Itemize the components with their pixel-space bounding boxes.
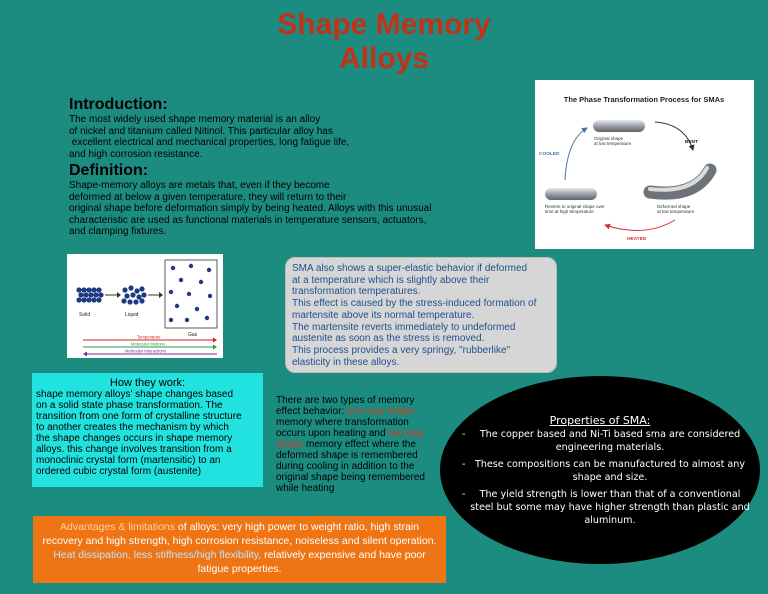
label-original-1: Original shape [594, 136, 624, 141]
list-item: -The yield strength is lower than that o… [462, 489, 750, 526]
properties-ellipse: Properties of SMA: -The copper based and… [440, 376, 760, 564]
intro-line: of nickel and titanium called Nitinol. T… [69, 125, 333, 137]
types-line: memory where transformation [276, 417, 409, 428]
label-deformed-1: Deformed shape [657, 204, 691, 209]
how-line: to another creates the mechanism by whic… [36, 422, 229, 433]
super-elastic-line: SMA also shows a super-elastic behavior … [292, 263, 528, 274]
introduction-section: Introduction: The most widely used shape… [69, 96, 469, 160]
list-item: -These compositions can be manufactured … [462, 459, 746, 483]
liquid-dots-icon [121, 285, 147, 305]
how-line: on a solid state phase transformation. T… [36, 400, 223, 411]
phase-transformation-figure: The Phase Transformation Process for SMA… [535, 80, 754, 249]
properties-title: Properties of SMA: [549, 414, 651, 427]
introduction-heading: Introduction: [69, 96, 168, 113]
list-item: -The copper based and Ni-Ti based sma ar… [462, 429, 741, 453]
def-line: original shape before deformation simply… [69, 203, 432, 215]
def-line: deformed at below a given temperature, t… [69, 191, 347, 203]
title-line-1: Shape Memory [277, 8, 491, 41]
super-elastic-line: This process provides a very springy, "r… [292, 344, 511, 356]
label-liquid: Liquid [125, 312, 139, 318]
how-line: ordered cubic crystal form (austenite) [36, 466, 202, 477]
types-line: shape memory effect where the [276, 439, 416, 450]
limitations-text-cont: relatively expensive and have poor fatig… [197, 549, 426, 575]
bullet-dash: - [462, 429, 466, 440]
one-way-term: one way shape [346, 406, 415, 417]
advantages-heading: Advantages & limitations [60, 521, 175, 533]
properties-list: -The copper based and Ni-Ti based sma ar… [462, 428, 752, 531]
gas-dots-icon [168, 263, 213, 323]
bullet-dash: - [462, 489, 466, 500]
types-line: deformed shape is remembered [276, 450, 418, 461]
how-they-work-title: How they work: [109, 377, 186, 389]
super-elastic-line: austenite as soon as the stress is remov… [292, 333, 485, 345]
label-interactions: Molecular Interactions [125, 349, 166, 354]
bent-rod-icon [643, 163, 717, 200]
types-line: effect behavior: one way shape [276, 406, 415, 417]
solid-dots-icon [76, 287, 104, 303]
intro-line: excellent electrical and mechanical prop… [69, 137, 350, 149]
label-reverts-1: Reverts to original shape over [545, 204, 605, 209]
definition-text: Shape-memory alloys are metals that, eve… [69, 180, 489, 238]
types-line: during cooling in addition to the [276, 461, 415, 472]
phase-cycle-diagram: The Phase Transformation Process for SMA… [539, 95, 724, 242]
types-line: There are two types of memory [276, 395, 415, 406]
reverted-rod-icon [545, 188, 597, 200]
how-line: alloys. this change involves transition … [36, 444, 232, 455]
label-cooled: COOLED [539, 151, 560, 157]
types-line: occurs upon heating and two way [276, 428, 425, 439]
label-heated: HEATED [627, 236, 647, 242]
types-line: while heating [276, 483, 335, 494]
arrow-icon [159, 292, 163, 298]
how-line: shape memory alloys' shape changes based [36, 389, 234, 400]
super-elastic-line: at a temperature which is slightly above… [292, 274, 490, 286]
super-elastic-line: elasticity in these alloys. [292, 356, 400, 368]
how-line: the shape changes occurs in shape memory [36, 433, 233, 444]
intro-line: and high corrosion resistance. [69, 148, 203, 160]
label-solid: Solid [79, 312, 90, 318]
how-they-work-box: How they work: shape memory alloys' shap… [32, 373, 263, 487]
how-line: monoclinic crystal form (martensitic) to… [36, 455, 221, 466]
title-line-2: Alloys [338, 42, 430, 75]
how-line: transition from one form of crystalline … [36, 411, 242, 422]
label-temperature: Temperature [137, 335, 161, 340]
definition-heading: Definition: [69, 162, 149, 179]
page-title: Shape Memory Alloys [0, 8, 768, 76]
bullet-dash: - [462, 459, 466, 470]
label-reverts-2: time at high temperature [545, 209, 594, 214]
def-line: and clamping fixtures. [69, 226, 167, 238]
label-gas: Gas [188, 332, 198, 338]
cycle-title: The Phase Transformation Process for SMA… [564, 95, 724, 104]
label-bent: BENT [685, 139, 698, 145]
original-rod-icon [593, 120, 645, 132]
advantages-text: of alloys: very high power to weight rat… [42, 521, 437, 547]
arrow-icon [117, 292, 121, 298]
label-original-2: at low temperature [594, 141, 632, 146]
states-of-matter-figure: Solid Liquid Gas Temperature Molecular M… [67, 254, 223, 358]
bent-arrow [654, 121, 695, 151]
limitations-text: Heat dissipation, less stiffness/high fl… [53, 549, 262, 561]
super-elastic-line: martensite above its normal temperature. [292, 309, 475, 321]
two-way-term: two way [388, 428, 425, 439]
definition-section: Definition: Shape-memory alloys are meta… [69, 162, 489, 238]
super-elastic-line: This effect is caused by the stress-indu… [292, 298, 537, 310]
memory-types-text: There are two types of memory effect beh… [276, 395, 446, 494]
advantages-box: Advantages & limitations of alloys: very… [33, 516, 446, 583]
super-elastic-box: SMA also shows a super-elastic behavior … [285, 257, 557, 373]
states-diagram: Solid Liquid Gas Temperature Molecular M… [76, 259, 218, 357]
types-line: original shape being remembered [276, 472, 425, 483]
def-line: Shape-memory alloys are metals that, eve… [69, 180, 330, 191]
intro-line: The most widely used shape memory materi… [69, 114, 321, 125]
def-line: characteristic are used as functional ma… [69, 214, 427, 226]
introduction-text: The most widely used shape memory materi… [69, 114, 469, 160]
cooled-arrow [564, 127, 588, 181]
heated-arrow [604, 219, 676, 231]
super-elastic-line: The martensite reverts immediately to un… [292, 321, 516, 333]
label-motions: Molecular Motions [131, 342, 165, 347]
two-way-term-cont: shape [276, 439, 304, 450]
super-elastic-line: transformation temperatures. [292, 286, 421, 298]
label-deformed-2: at low temperature [657, 209, 695, 214]
